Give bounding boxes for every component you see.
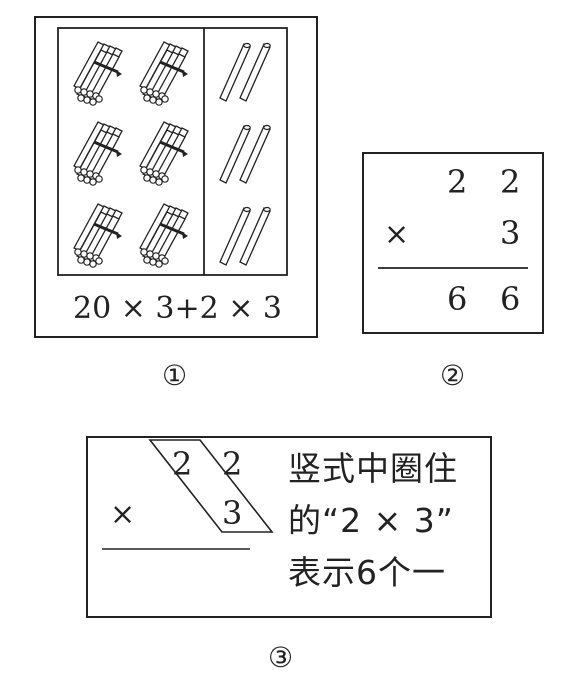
figure1-expression: 20 × 3+2 × 3 xyxy=(73,291,282,326)
bundle-of-ten-icon xyxy=(72,202,124,269)
figure3-note-line-2: 的“2 × 3” xyxy=(288,501,454,540)
figure2-times-sign: × xyxy=(384,217,410,252)
figure3-times-sign: × xyxy=(110,497,136,532)
figure3-label: ③ xyxy=(268,641,294,674)
figure1-frame xyxy=(34,16,318,338)
figure2-multiplier: 3 xyxy=(500,214,521,252)
bundle-of-ten-icon xyxy=(72,40,124,107)
bundle-of-ten-icon xyxy=(138,40,190,107)
figure1-label: ① xyxy=(162,359,188,392)
figure3-circled-parallelogram xyxy=(148,439,274,533)
figure3-note-line-1: 竖式中圈住 xyxy=(288,449,458,488)
bundle-of-ten-icon xyxy=(138,120,190,187)
figure1-inner-frame xyxy=(57,27,288,276)
figure3-top-ones: 2 xyxy=(222,445,243,483)
figure3-frame xyxy=(86,436,492,618)
figure3-multiplier: 3 xyxy=(222,494,243,532)
figure2-frame xyxy=(362,152,544,334)
figure2-result-ones: 6 xyxy=(500,280,521,318)
figure2-top-ones: 2 xyxy=(500,163,521,201)
figure3-note-line-3: 表示6个一 xyxy=(288,553,446,592)
figure2-label: ② xyxy=(440,359,466,392)
figure2-result-tens: 6 xyxy=(447,280,468,318)
figure2-top-tens: 2 xyxy=(447,163,468,201)
bundle-of-ten-icon xyxy=(72,120,124,187)
figure3-top-tens: 2 xyxy=(172,445,193,483)
bundle-of-ten-icon xyxy=(138,202,190,269)
